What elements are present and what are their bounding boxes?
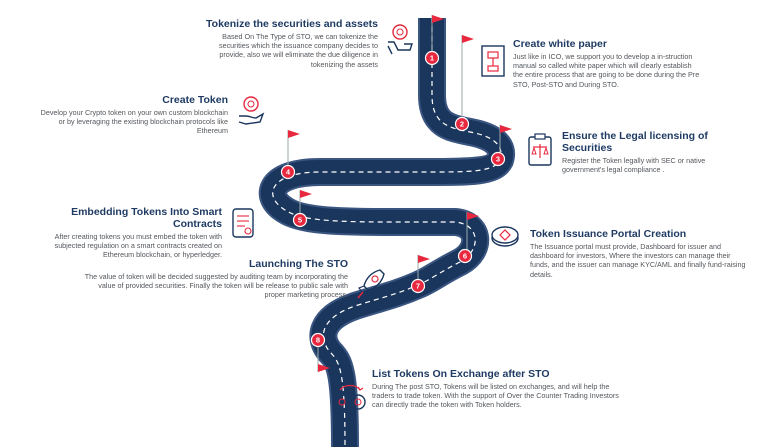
step-7-desc: The value of token will be decided sugge…	[84, 272, 348, 300]
milestone-number-1: 1	[430, 54, 434, 63]
step-3-title: Ensure the Legal licensing of Securities	[562, 130, 708, 154]
milestone-marker-3: 3	[490, 151, 506, 167]
step-4: Create Token Develop your Crypto token o…	[40, 94, 228, 136]
step-1: Tokenize the securities and assets Based…	[196, 18, 378, 69]
flag-1	[431, 15, 444, 55]
milestone-marker-8: 8	[310, 332, 326, 348]
flag-4	[287, 130, 300, 170]
step-4-desc: Develop your Crypto token on your own cu…	[40, 108, 228, 136]
hand-holding-coin-icon	[387, 24, 413, 55]
step-5: Embedding Tokens Into Smart Contracts Af…	[24, 206, 222, 260]
token-in-hand-icon	[238, 96, 265, 125]
flag-6	[466, 212, 479, 255]
step-6-desc: The Issuance portal must provide, Dashbo…	[530, 242, 746, 279]
milestone-number-7: 7	[416, 282, 420, 291]
smart-contract-scroll-icon	[232, 208, 254, 238]
step-1-title: Tokenize the securities and assets	[206, 18, 378, 30]
step-1-desc: Based On The Type of STO, we can tokeniz…	[218, 32, 378, 69]
step-5-desc: After creating tokens you must embed the…	[54, 232, 222, 260]
step-4-title: Create Token	[162, 94, 228, 106]
step-3: Ensure the Legal licensing of Securities…	[562, 130, 742, 174]
portal-coin-icon	[491, 226, 519, 247]
rocket-launch-icon	[357, 269, 385, 299]
milestone-number-4: 4	[286, 168, 291, 177]
step-6: Token Issuance Portal Creation The Issua…	[530, 228, 746, 279]
milestone-marker-6: 6	[457, 248, 473, 264]
step-8-desc: During The post STO, Tokens will be list…	[372, 382, 619, 410]
milestone-number-8: 8	[316, 336, 320, 345]
milestone-number-6: 6	[463, 252, 467, 261]
milestone-number-5: 5	[298, 216, 302, 225]
road-center-dash	[272, 18, 502, 447]
legal-scales-clipboard-icon	[528, 133, 552, 166]
milestone-marker-7: 7	[410, 278, 426, 294]
step-8-title: List Tokens On Exchange after STO	[372, 368, 550, 380]
milestone-number-2: 2	[460, 120, 464, 129]
flag-2	[461, 35, 474, 120]
step-2: Create white paper Just like in ICO, we …	[513, 38, 703, 89]
step-8: List Tokens On Exchange after STO During…	[372, 368, 622, 410]
step-2-title: Create white paper	[513, 38, 607, 50]
step-7-title: Launching The STO	[249, 258, 348, 270]
milestone-marker-1: 1	[424, 50, 440, 66]
step-2-desc: Just like in ICO, we support you to deve…	[513, 52, 700, 89]
step-3-desc: Register the Token legally with SEC or n…	[562, 156, 706, 175]
whitepaper-document-icon	[481, 45, 505, 77]
step-5-title: Embedding Tokens Into Smart Contracts	[71, 206, 222, 230]
exchange-coins-icon	[334, 384, 366, 410]
milestone-marker-2: 2	[454, 116, 470, 132]
milestone-marker-5: 5	[292, 212, 308, 228]
milestone-marker-4: 4	[280, 164, 296, 180]
step-7: Launching The STO The value of token wil…	[84, 258, 348, 300]
milestone-number-3: 3	[496, 155, 500, 164]
step-6-title: Token Issuance Portal Creation	[530, 228, 687, 240]
